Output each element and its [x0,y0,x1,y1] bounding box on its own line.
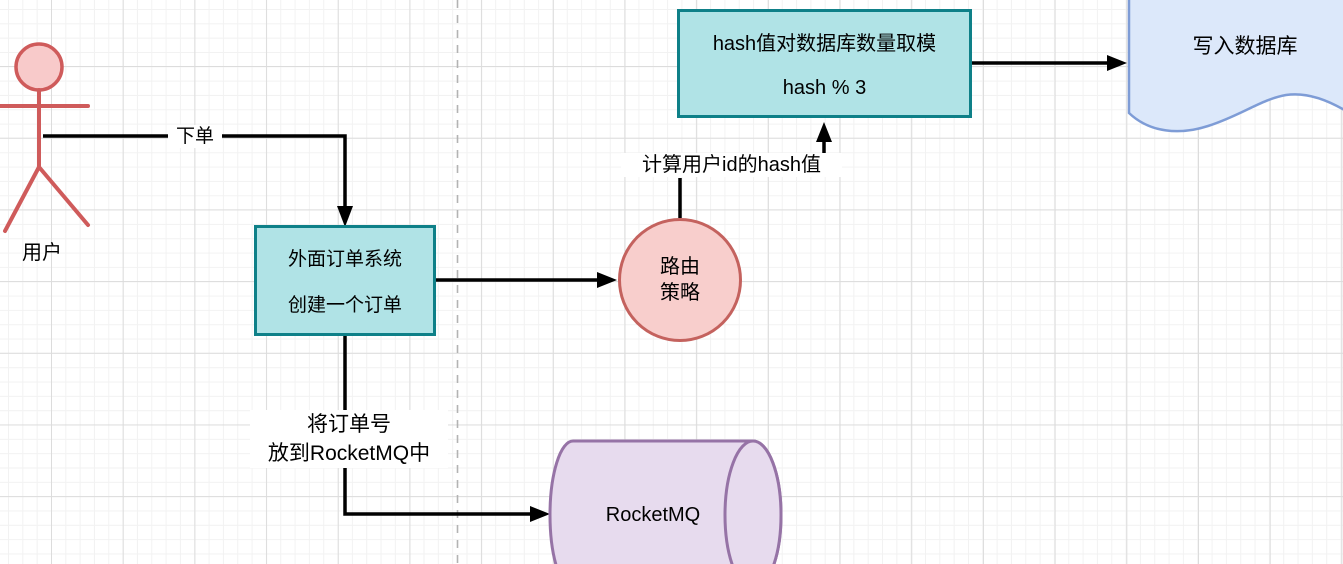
node-routing-line2: 策略 [660,282,700,304]
node-rocketmq-label[interactable]: RocketMQ [605,504,701,526]
edge-label-to-rocketmq[interactable]: 将订单号 放到RocketMQ中 [250,410,448,468]
arrowhead-right-rocketmq [530,506,550,522]
arrowhead-down-order-system [337,206,353,227]
node-hash-mod[interactable]: hash值对数据库数量取模 hash % 3 [677,9,972,118]
node-hash-mod-line2: hash % 3 [782,77,867,99]
actor-label: 用户 [22,242,62,264]
arrowhead-up-hash-box [816,122,832,142]
rocketmq-cylinder-shape[interactable] [548,439,783,564]
user-actor-shape[interactable] [0,42,90,233]
edge-order-system-to-rocketmq[interactable] [343,336,531,516]
write-db-document-shape[interactable] [1127,0,1343,133]
edge-label-to-rocketmq-line2: 放到RocketMQ中 [267,442,431,465]
edge-label-calc-hash[interactable]: 计算用户id的hash值 [621,153,842,177]
actor-left-leg [3,165,41,233]
edge-label-to-rocketmq-line1: 将订单号 [307,413,391,436]
actor-right-leg [37,165,90,227]
node-order-system-line2: 创建一个订单 [287,295,402,316]
cylinder-cap [723,439,783,564]
arrowhead-right-write-db [1107,55,1127,71]
actor-head [14,42,64,92]
node-order-system-line1: 外面订单系统 [287,249,402,270]
node-hash-mod-line1: hash值对数据库数量取模 [712,33,937,55]
node-write-db-label[interactable]: 写入数据库 [1192,35,1298,58]
node-routing-strategy[interactable]: 路由 策略 [618,218,742,342]
edge-label-place-order[interactable]: 下单 [168,125,222,148]
node-order-system[interactable]: 外面订单系统 创建一个订单 [254,225,436,336]
arrowhead-right-routing [597,272,617,288]
edge-user-to-order-system[interactable] [43,134,347,207]
node-routing-line1: 路由 [660,256,700,278]
